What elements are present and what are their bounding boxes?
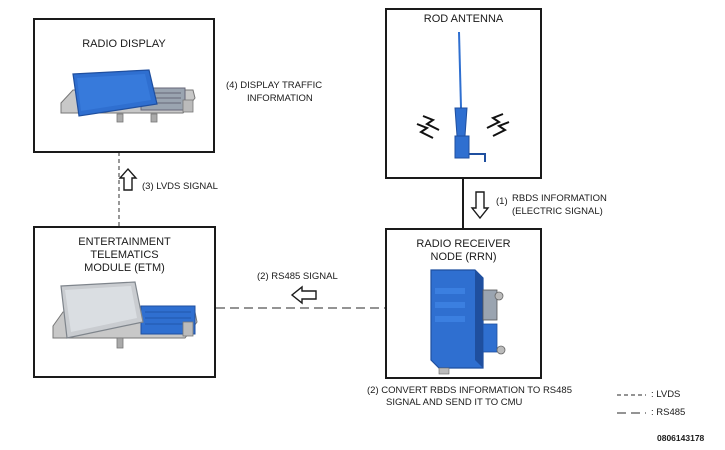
step2-convert-line-2: SIGNAL AND SEND IT TO CMU (386, 397, 523, 408)
legend-rs485-label: : RS485 (651, 407, 686, 418)
legend-lvds-label: : LVDS (651, 389, 681, 400)
rod-antenna-box: ROD ANTENNA (385, 8, 542, 179)
step1-label-line-1: RBDS INFORMATION (512, 193, 607, 204)
radio-display-box: RADIO DISPLAY (33, 18, 215, 153)
rrn-connector-bottom (496, 345, 506, 355)
step3-label: (3) LVDS SIGNAL (142, 181, 218, 192)
rod-antenna-illustration (416, 31, 510, 162)
rs485-arrow-left (290, 285, 317, 305)
rrn-illustration (430, 269, 506, 375)
etm-title-line-3: MODULE (ETM) (84, 262, 165, 274)
etm-box: ENTERTAINMENT TELEMATICS MODULE (ETM) (33, 226, 216, 378)
etm-illustration (52, 281, 198, 349)
step4-label-line-1: (4) DISPLAY TRAFFIC (226, 80, 323, 91)
step2-signal-label: (2) RS485 SIGNAL (257, 271, 338, 282)
etm-title-line-1: ENTERTAINMENT (78, 236, 171, 248)
signal-wave-right (486, 113, 504, 129)
rrn-box: RADIO RECEIVER NODE (RRN) (385, 228, 542, 379)
radio-display-title: RADIO DISPLAY (82, 38, 166, 50)
rrn-title-line-2: NODE (RRN) (430, 251, 497, 263)
step1-label-line-2: (ELECTRIC SIGNAL) (512, 206, 603, 217)
step2-convert-line-1: (2) CONVERT RBDS INFORMATION TO RS485 (367, 385, 572, 396)
rbds-arrow-down (470, 191, 490, 220)
etm-title-line-2: TELEMATICS (90, 249, 159, 261)
rrn-title-line-1: RADIO RECEIVER (416, 238, 511, 250)
step1-number: (1) (496, 196, 508, 207)
signal-wave-left (422, 115, 440, 131)
lvds-arrow-up (118, 167, 138, 191)
step4-label-line-2: INFORMATION (247, 93, 313, 104)
radio-display-illustration (60, 69, 196, 123)
figure-id: 0806143178 (657, 433, 705, 443)
rod-antenna-title: ROD ANTENNA (423, 13, 504, 25)
rrn-connector-top (494, 291, 504, 301)
